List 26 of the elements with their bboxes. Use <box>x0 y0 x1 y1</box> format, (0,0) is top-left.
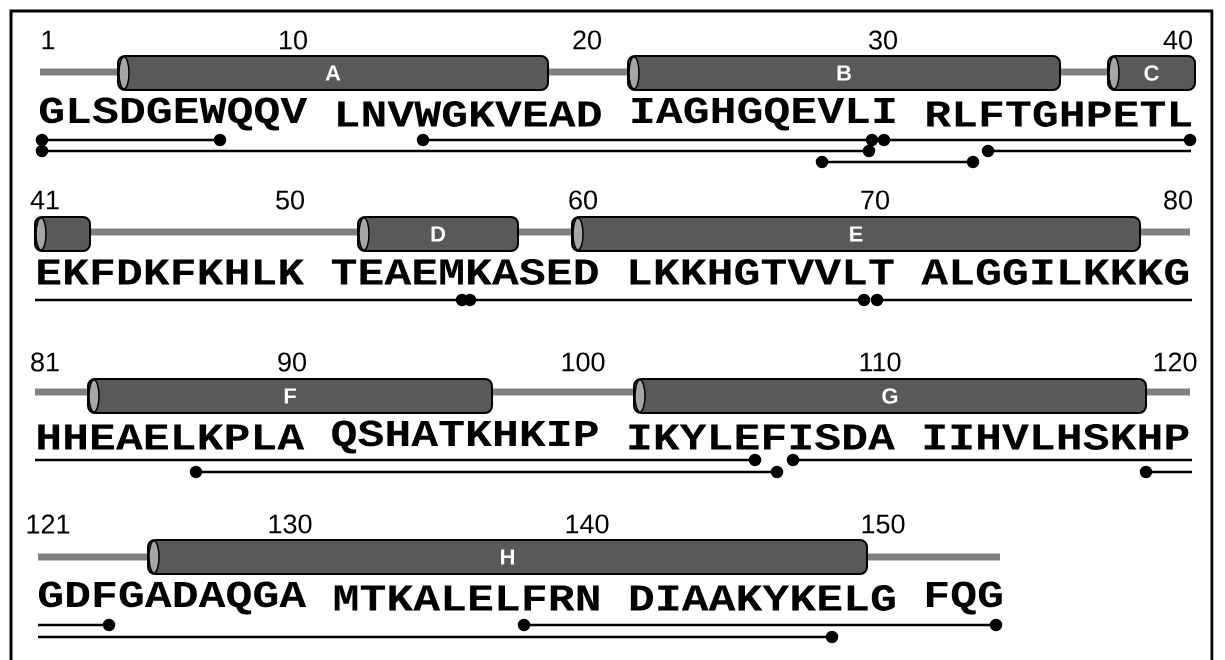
residue-number: 60 <box>569 190 597 210</box>
helix-cylinder: G <box>633 378 1147 414</box>
residue-number: 1 <box>42 30 55 50</box>
residue-number: 20 <box>573 30 601 50</box>
residue-number: 50 <box>276 190 304 210</box>
helix-cylinder: C <box>1107 55 1196 91</box>
sequence-text: ALGGILKKKG <box>921 259 1189 285</box>
helix-cylinder: A <box>117 55 549 91</box>
residue-number: 150 <box>862 514 905 534</box>
sequence-text: IIHVLHSKHP <box>924 424 1189 450</box>
sequence-text: QSHATKHKIP <box>332 420 598 454</box>
sequence-text: RLFTGHPETL <box>927 101 1191 127</box>
residue-number: 100 <box>562 352 605 372</box>
helix-cylinder: E <box>571 216 1141 252</box>
residue-number: 81 <box>31 352 59 372</box>
helix-cylinder: F <box>87 378 493 414</box>
residue-number: 80 <box>1164 190 1192 210</box>
helix-cylinder: D <box>357 216 519 252</box>
residue-number: 121 <box>27 514 70 534</box>
residue-number: 120 <box>1154 352 1197 372</box>
helix-cylinder <box>34 216 91 252</box>
helix-cylinder: B <box>627 55 1061 91</box>
helix-cylinder: H <box>147 539 868 575</box>
sequence-text: FQG <box>926 581 1002 615</box>
sequence-text: TEAEMKASED <box>331 259 598 285</box>
sequence-text: LNVWGKVEAD <box>338 101 601 127</box>
